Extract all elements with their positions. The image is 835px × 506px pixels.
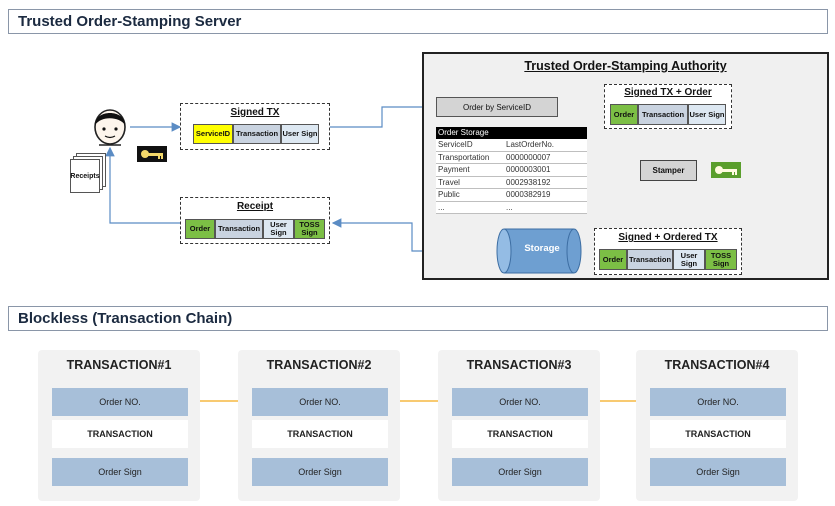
order-no-band: Order NO.: [452, 388, 588, 416]
transaction-title: TRANSACTION#1: [66, 358, 172, 372]
signed-tx-order-title: Signed TX + Order: [624, 87, 712, 98]
signed-tx-order-box: Signed TX + Order Order Transaction User…: [604, 84, 732, 129]
receipts-label: Receipts: [70, 159, 100, 193]
order-sign-band: Order Sign: [252, 458, 388, 486]
order-no-band: Order NO.: [252, 388, 388, 416]
signed-tx-transaction: Transaction: [233, 124, 281, 144]
stx-order-transaction: Transaction: [638, 104, 688, 125]
receipts-stack-icon: Receipts: [70, 153, 110, 193]
transaction-card-4: TRANSACTION#4 Order NO. TRANSACTION Orde…: [636, 350, 798, 501]
storage-cylinder-icon: [496, 228, 582, 274]
order-sign-band: Order Sign: [52, 458, 188, 486]
receipt-box: Receipt Order Transaction User Sign TOSS…: [180, 197, 330, 244]
transaction-card-2: TRANSACTION#2 Order NO. TRANSACTION Orde…: [238, 350, 400, 501]
order-sign-band: Order Sign: [452, 458, 588, 486]
key-icon: [711, 162, 741, 178]
stx-order-order: Order: [610, 104, 638, 125]
so-user-sign: User Sign: [673, 249, 705, 270]
receipt-order: Order: [185, 219, 215, 239]
order-no-band: Order NO.: [650, 388, 786, 416]
authority-title: Trusted Order-Stamping Authority: [524, 59, 727, 73]
signed-tx-box: Signed TX ServiceID Transaction User Sig…: [180, 103, 330, 150]
stamper-box: Stamper: [640, 160, 697, 181]
section-title-chain: Blockless (Transaction Chain): [8, 306, 828, 331]
transaction-body-band: TRANSACTION: [452, 420, 588, 448]
order-sign-band: Order Sign: [650, 458, 786, 486]
table-row: ......: [436, 201, 587, 214]
signed-ordered-title: Signed + Ordered TX: [618, 232, 718, 243]
receipt-user-sign: User Sign: [263, 219, 294, 239]
key-icon: [137, 146, 167, 162]
transaction-card-3: TRANSACTION#3 Order NO. TRANSACTION Orde…: [438, 350, 600, 501]
transaction-title: TRANSACTION#3: [466, 358, 572, 372]
receipt-title: Receipt: [236, 201, 274, 212]
so-toss-sign: TOSS Sign: [705, 249, 737, 270]
transaction-body-band: TRANSACTION: [650, 420, 786, 448]
receipt-toss-sign: TOSS Sign: [294, 219, 325, 239]
section-title-server: Trusted Order-Stamping Server: [8, 9, 828, 34]
signed-tx-serviceid: ServiceID: [193, 124, 233, 144]
user-avatar-icon: [94, 109, 126, 146]
receipt-transaction: Transaction: [215, 219, 263, 239]
so-transaction: Transaction: [627, 249, 673, 270]
order-storage-header: Order Storage: [436, 127, 587, 139]
signed-tx-user-sign: User Sign: [281, 124, 319, 144]
transaction-body-band: TRANSACTION: [52, 420, 188, 448]
order-no-band: Order NO.: [52, 388, 188, 416]
transaction-card-1: TRANSACTION#1 Order NO. TRANSACTION Orde…: [38, 350, 200, 501]
signed-ordered-tx-box: Signed + Ordered TX Order Transaction Us…: [594, 228, 742, 275]
transaction-body-band: TRANSACTION: [252, 420, 388, 448]
signed-tx-title: Signed TX: [230, 107, 280, 118]
stx-order-user-sign: User Sign: [688, 104, 726, 125]
transaction-title: TRANSACTION#2: [266, 358, 372, 372]
order-by-serviceid: Order by ServiceID: [436, 97, 558, 117]
transaction-title: TRANSACTION#4: [664, 358, 770, 372]
so-order: Order: [599, 249, 627, 270]
storage-label: Storage: [524, 243, 560, 254]
